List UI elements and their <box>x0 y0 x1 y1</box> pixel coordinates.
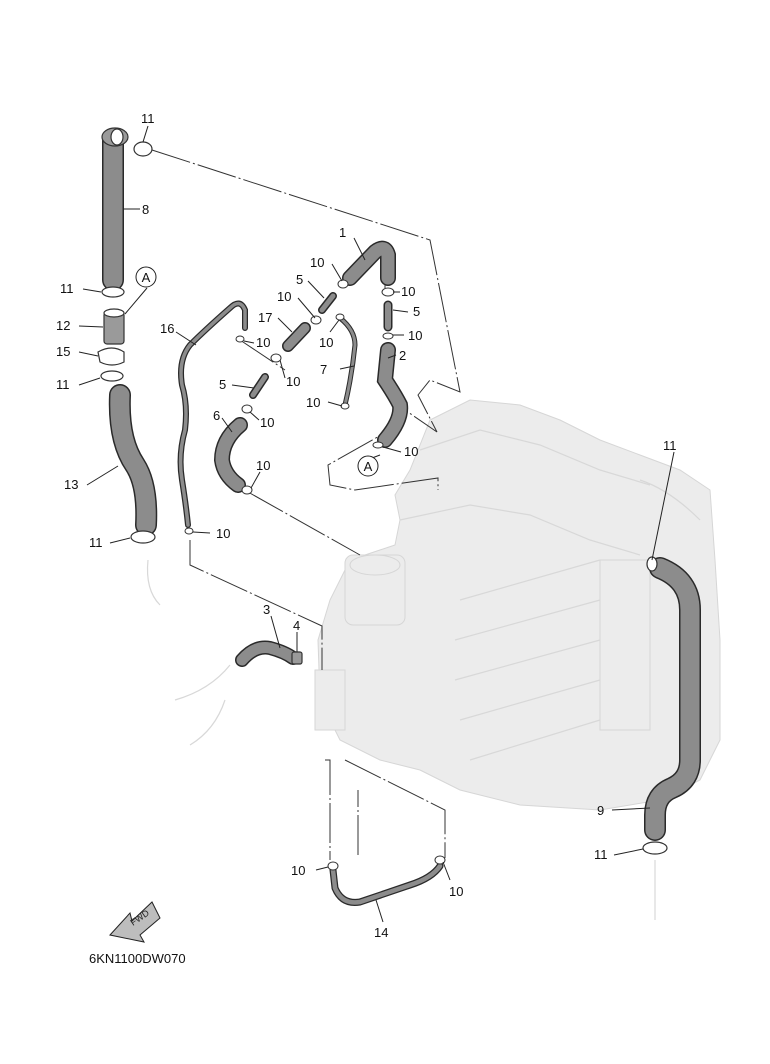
label-part-12: 12 <box>56 318 70 333</box>
clamp-11-lower <box>100 370 124 382</box>
clip-15 <box>97 347 125 366</box>
label-part-6: 6 <box>213 408 220 423</box>
label-part-15: 15 <box>56 344 70 359</box>
label-part-9: 9 <box>597 803 604 818</box>
label-part-10: 10 <box>449 884 463 899</box>
label-part-1: 1 <box>339 225 346 240</box>
label-part-17: 17 <box>258 310 272 325</box>
label-part-16: 16 <box>160 321 174 336</box>
callout-a-top-label: A <box>142 270 151 285</box>
hose-8 <box>101 127 129 291</box>
label-part-10: 10 <box>310 255 324 270</box>
joint-12 <box>103 308 125 345</box>
label-part-10: 10 <box>260 415 274 430</box>
label-part-11: 11 <box>141 111 155 126</box>
fwd-arrow: FWD <box>109 901 161 943</box>
label-part-5: 5 <box>219 377 226 392</box>
clamp-11-top <box>133 141 153 157</box>
joint-5-middle <box>318 292 337 314</box>
label-part-7: 7 <box>320 362 327 377</box>
callout-a-bottom: A <box>357 455 379 477</box>
callout-a-top: A <box>135 266 157 288</box>
part-labels: 11 8 1 10 11 5 10 10 5 17 12 16 10 10 10… <box>56 111 677 940</box>
label-part-11: 11 <box>56 377 70 392</box>
hose-2 <box>376 342 409 448</box>
hose-1 <box>342 240 396 286</box>
label-part-11: 11 <box>594 847 608 862</box>
label-part-10: 10 <box>306 395 320 410</box>
label-part-2: 2 <box>399 348 406 363</box>
label-part-10: 10 <box>404 444 418 459</box>
clamps-10 <box>184 279 446 871</box>
label-part-8: 8 <box>142 202 149 217</box>
label-part-10: 10 <box>401 284 415 299</box>
clamp-4 <box>291 651 303 665</box>
clamp-11-bottom <box>130 530 156 544</box>
hose-6 <box>213 417 248 493</box>
label-part-11: 11 <box>663 438 677 453</box>
label-part-4: 4 <box>293 618 300 633</box>
label-part-10: 10 <box>216 526 230 541</box>
clamp-11-right-bottom <box>642 841 668 855</box>
hose-17 <box>282 322 311 352</box>
hose-13 <box>108 384 158 536</box>
label-part-11: 11 <box>89 535 103 550</box>
diagram-code: 6KN1100DW070 <box>89 951 186 966</box>
label-part-10: 10 <box>256 458 270 473</box>
label-part-10: 10 <box>291 863 305 878</box>
hose-9 <box>644 557 701 841</box>
hose-14 <box>329 862 444 906</box>
clamp-11-right-top <box>646 556 658 572</box>
hose-7 <box>337 315 358 408</box>
label-part-5: 5 <box>413 304 420 319</box>
label-part-10: 10 <box>319 335 333 350</box>
label-part-10: 10 <box>286 374 300 389</box>
label-part-11: 11 <box>60 281 74 296</box>
callout-a-bottom-label: A <box>364 459 373 474</box>
label-part-10: 10 <box>256 335 270 350</box>
label-part-10: 10 <box>277 289 291 304</box>
engine-block-ghost <box>146 399 721 920</box>
clamp-11-upper <box>101 286 125 298</box>
label-part-3: 3 <box>263 602 270 617</box>
hose-16 <box>177 300 248 528</box>
label-part-10: 10 <box>408 328 422 343</box>
hose-3 <box>235 640 300 667</box>
label-part-5: 5 <box>296 272 303 287</box>
label-part-13: 13 <box>64 477 78 492</box>
label-part-14: 14 <box>374 925 388 940</box>
joint-5-left <box>249 373 269 399</box>
